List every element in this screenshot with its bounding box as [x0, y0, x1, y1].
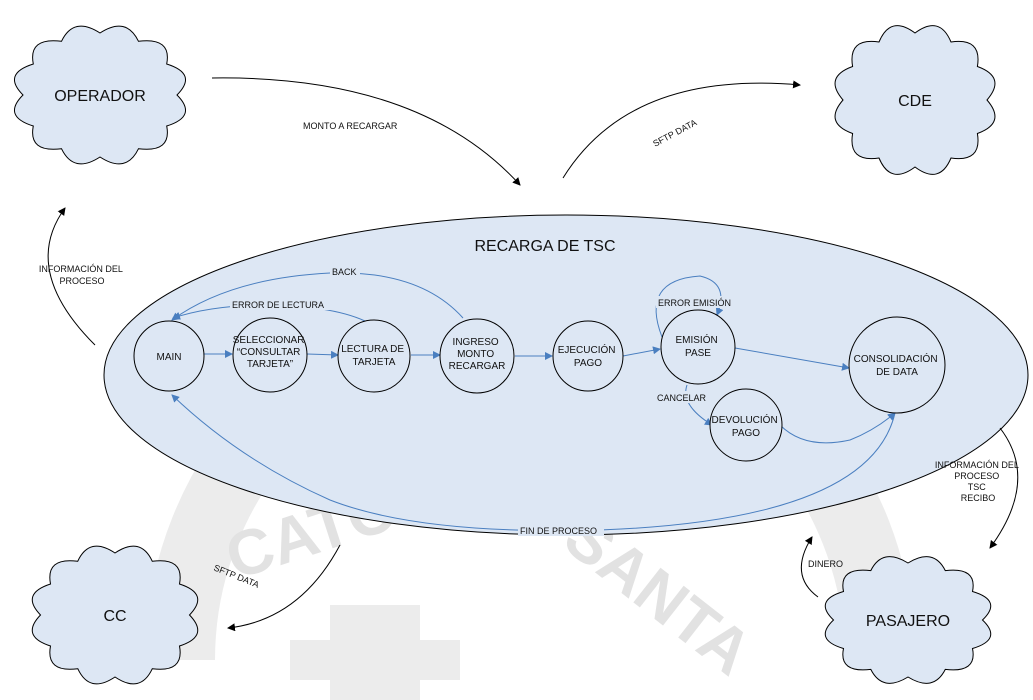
state-ejecucion: EJECUCIÓN PAGO [552, 320, 624, 392]
label-dinero: DINERO [808, 559, 843, 569]
state-ingreso: INGRESO MONTO RECARGAR [439, 318, 515, 394]
label-sftp-cde: SFTP DATA [651, 117, 698, 148]
cloud-cc-label: CC [103, 608, 126, 625]
label-back: BACK [332, 267, 357, 277]
state-lectura-label: LECTURA DE TARJETA [341, 344, 407, 368]
state-devolucion-label: DEVOLUCIÓN PAGO [712, 413, 781, 439]
state-ingreso-label: INGRESO MONTO RECARGAR [449, 337, 506, 372]
state-main: MAIN [133, 320, 205, 392]
state-emision-label: EMISIÓN PASE [675, 333, 720, 359]
state-seleccionar: SELECCIONAR “CONSULTAR TARJETA” [232, 317, 308, 393]
label-info-operador: INFORMACIÓN DEL PROCESO [39, 264, 125, 286]
state-ejecucion-label: EJECUCIÓN PAGO [558, 343, 619, 369]
label-info-pasajero: INFORMACIÓN DEL PROCESO TSC RECIBO [935, 460, 1021, 503]
cloud-operador-label: OPERADOR [54, 88, 146, 105]
outer-flows [47, 77, 1019, 632]
cloud-cc: CC [31, 545, 199, 685]
label-error-emision: ERROR EMISIÓN [658, 298, 731, 308]
state-lectura: LECTURA DE TARJETA [337, 319, 411, 393]
cloud-operador: OPERADOR [14, 25, 186, 165]
cloud-pasajero: PASAJERO [824, 556, 992, 684]
cloud-cde-label: CDE [898, 93, 932, 110]
cloud-cde: CDE [834, 25, 996, 175]
state-main-label: MAIN [157, 352, 182, 363]
state-consolidacion-label: CONSOLIDACIÓN DE DATA [854, 352, 941, 378]
label-monto: MONTO A RECARGAR [303, 121, 398, 131]
state-consolidacion: CONSOLIDACIÓN DE DATA [848, 316, 946, 414]
diagram-title: RECARGA DE TSC [474, 238, 615, 255]
state-seleccionar-label: SELECCIONAR “CONSULTAR TARJETA” [233, 335, 307, 370]
label-fin: FIN DE PROCESO [520, 526, 597, 536]
label-cancelar: CANCELAR [657, 393, 707, 403]
cloud-pasajero-label: PASAJERO [866, 613, 950, 630]
transition-labels: BACK ERROR DE LECTURA ERROR EMISIÓN CANC… [230, 265, 740, 536]
state-devolucion: DEVOLUCIÓN PAGO [709, 388, 783, 462]
state-emision: EMISIÓN PASE [660, 309, 736, 385]
label-error-lectura: ERROR DE LECTURA [232, 300, 324, 310]
